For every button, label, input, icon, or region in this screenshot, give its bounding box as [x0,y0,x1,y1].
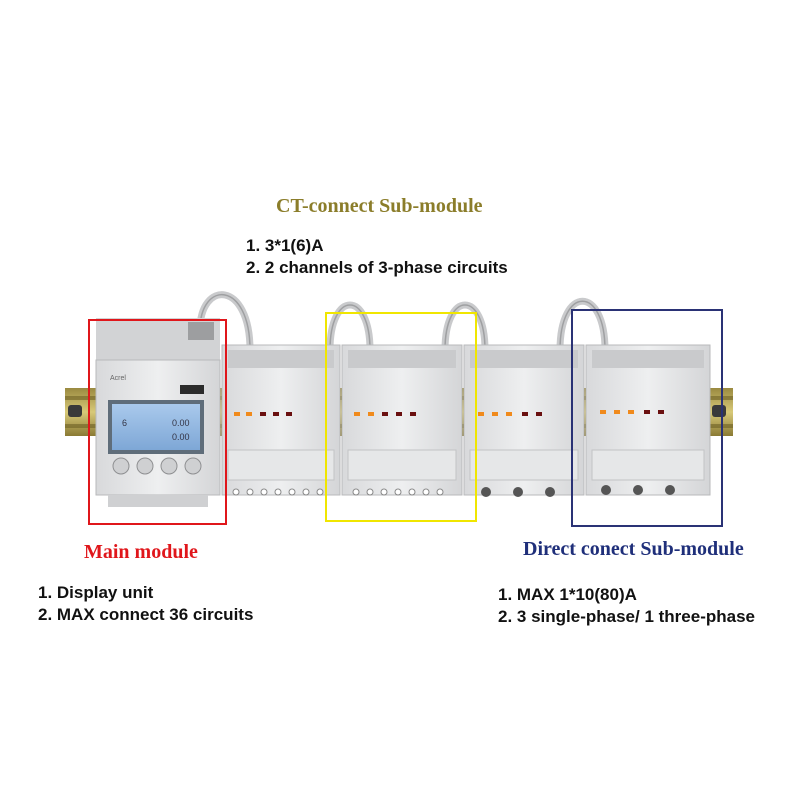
direct-spec-1: 1. MAX 1*10(80)A [498,585,637,604]
main-module-specs: 1. Display unit 2. MAX connect 36 circui… [38,582,253,626]
ct-module-highlight-box [325,312,477,522]
svg-text:0.00: 0.00 [172,418,190,428]
main-module-title: Main module [84,541,198,563]
ct-sub-module-1 [221,344,341,496]
ct-spec-1: 1. 3*1(6)A [246,236,324,255]
ct-spec-2: 2. 2 channels of 3-phase circuits [246,258,508,277]
main-spec-1: 1. Display unit [38,583,154,602]
direct-sub-module-1 [463,344,585,497]
main-spec-2: 2. MAX connect 36 circuits [38,605,254,624]
svg-text:0.00: 0.00 [172,432,190,442]
direct-sub-module-2 [585,344,711,496]
main-module-body: Acrel 6 0.00 0.00 [95,318,221,507]
direct-module-title: Direct conect Sub-module [523,538,744,560]
ct-module-specs: 1. 3*1(6)A 2. 2 channels of 3-phase circ… [246,235,508,279]
svg-text:6: 6 [122,418,127,428]
main-module-highlight-box [88,319,227,525]
direct-module-specs: 1. MAX 1*10(80)A 2. 3 single-phase/ 1 th… [498,584,755,628]
direct-module-highlight-box [571,309,723,527]
ct-module-title: CT-connect Sub-module [276,195,483,217]
direct-spec-2: 2. 3 single-phase/ 1 three-phase [498,607,755,626]
device-illustration: Acrel 6 0.00 0.00 [65,291,733,507]
ct-sub-module-2 [341,344,463,496]
svg-text:Acrel: Acrel [110,375,126,382]
